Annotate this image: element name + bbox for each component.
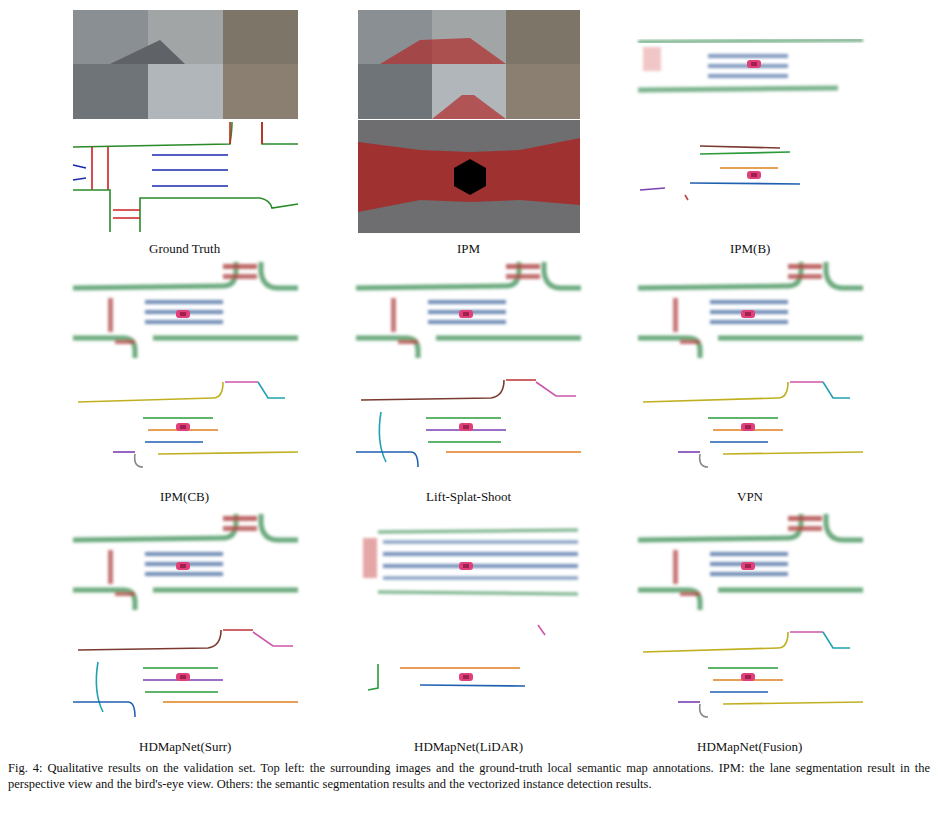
map-graphic xyxy=(176,423,190,431)
map-graphic xyxy=(383,577,578,580)
map-graphic xyxy=(640,188,665,190)
map-graphic xyxy=(78,382,298,467)
ipm-cb-panel xyxy=(73,262,298,467)
map-graphic xyxy=(638,40,863,42)
map-graphic xyxy=(700,152,790,154)
map-graphic xyxy=(358,120,580,233)
panel-label: Ground Truth xyxy=(147,241,222,257)
map-graphic xyxy=(148,64,223,119)
map-graphic xyxy=(176,310,190,318)
ground-truth-panel xyxy=(73,10,298,232)
vpn-panel xyxy=(638,262,863,467)
ipm-b-panel xyxy=(638,40,863,200)
map-graphic xyxy=(110,40,185,64)
map-graphic xyxy=(223,64,298,119)
panel-label: HDMapNet(Surr) xyxy=(137,739,233,755)
map-graphic xyxy=(363,538,377,578)
map-graphic xyxy=(383,541,578,544)
map-graphic xyxy=(690,183,800,184)
map-graphic xyxy=(643,382,863,467)
map-graphic xyxy=(358,138,580,212)
panel-label: HDMapNet(Fusion) xyxy=(695,739,804,755)
map-graphic xyxy=(73,190,298,232)
panel-label: Lift-Splat-Shoot xyxy=(424,489,513,505)
map-graphic xyxy=(380,38,506,64)
map-graphic xyxy=(378,530,578,594)
map-graphic xyxy=(176,673,190,681)
map-graphic xyxy=(638,262,863,358)
map-graphic xyxy=(383,552,578,556)
map-graphic xyxy=(708,74,788,78)
map-graphic xyxy=(459,673,473,681)
map-graphic xyxy=(538,625,545,635)
ipm-panel xyxy=(358,10,580,233)
map-graphic xyxy=(230,122,262,144)
map-graphic xyxy=(640,146,800,200)
map-graphic xyxy=(747,171,761,179)
map-graphic xyxy=(152,155,228,186)
map-graphic xyxy=(432,95,506,119)
hdmapnet-surr-panel xyxy=(73,514,298,717)
map-graphic xyxy=(700,146,780,148)
map-graphic xyxy=(73,514,298,610)
lift-splat-shoot-panel xyxy=(356,262,581,467)
map-graphic xyxy=(454,159,486,195)
map-graphic xyxy=(459,562,473,570)
hdmapnet-fusion-panel xyxy=(638,514,863,717)
map-graphic xyxy=(741,310,755,318)
map-graphic xyxy=(643,47,661,71)
map-graphic xyxy=(368,625,545,690)
map-graphic xyxy=(432,64,506,119)
map-graphic xyxy=(638,47,838,90)
map-graphic xyxy=(459,423,473,431)
figure-caption: Fig. 4: Qualitative results on the valid… xyxy=(8,760,930,792)
map-graphic xyxy=(400,667,520,669)
map-graphic xyxy=(638,88,838,90)
panel-label: HDMapNet(LiDAR) xyxy=(412,739,525,755)
map-graphic xyxy=(643,632,863,717)
map-graphic xyxy=(356,380,581,467)
map-graphic xyxy=(506,10,580,64)
map-graphic xyxy=(420,685,525,686)
map-graphic xyxy=(176,562,190,570)
panel-label: IPM(CB) xyxy=(158,489,211,505)
hdmapnet-lidar-panel xyxy=(363,530,578,690)
map-graphic xyxy=(363,530,578,594)
map-graphic xyxy=(223,10,298,64)
map-graphic xyxy=(356,262,581,358)
map-graphic xyxy=(358,64,432,119)
map-graphic xyxy=(73,122,298,232)
map-graphic xyxy=(368,664,378,690)
map-graphic xyxy=(741,673,755,681)
map-graphic xyxy=(741,423,755,431)
map-graphic xyxy=(708,54,788,58)
map-graphic xyxy=(685,195,688,200)
map-graphic xyxy=(506,64,580,119)
map-graphic xyxy=(73,64,148,119)
map-graphic xyxy=(73,165,86,180)
map-graphic xyxy=(638,514,863,610)
panel-label: VPN xyxy=(735,489,765,505)
map-graphic xyxy=(73,630,298,717)
map-graphic xyxy=(741,562,755,570)
map-graphic xyxy=(720,167,778,169)
map-graphic xyxy=(92,147,108,190)
map-graphic xyxy=(383,564,578,568)
map-graphic xyxy=(638,40,863,90)
panel-label: IPM xyxy=(455,241,482,257)
map-graphic xyxy=(747,60,761,68)
map-graphic xyxy=(73,262,298,358)
map-graphic xyxy=(459,310,473,318)
map-graphic xyxy=(113,210,140,218)
map-graphic xyxy=(73,122,298,147)
panel-label: IPM(B) xyxy=(728,241,772,257)
